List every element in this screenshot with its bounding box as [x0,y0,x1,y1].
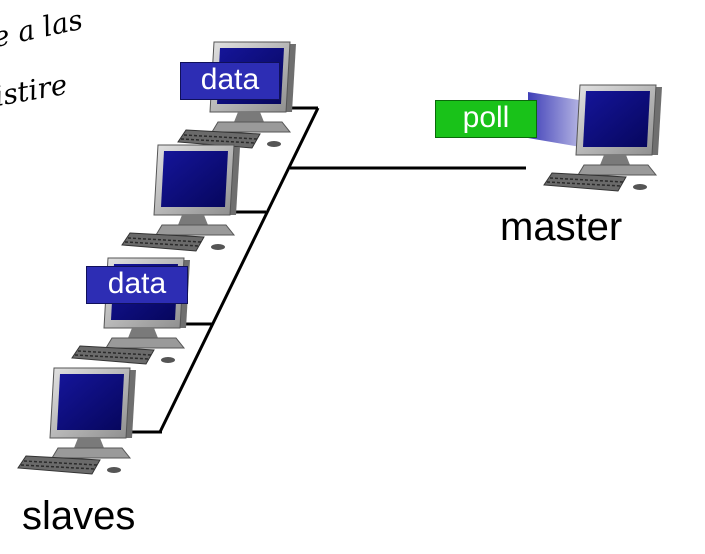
poll-tag: poll [435,100,537,138]
master-label: master [500,205,623,249]
bus-line [158,107,320,433]
data-tag-top: data [180,62,280,100]
slaves-label: slaves [22,494,136,538]
slave-computer-4-icon [17,367,137,475]
slave-computer-2-icon [121,144,241,252]
data-tag-middle: data [86,266,188,304]
